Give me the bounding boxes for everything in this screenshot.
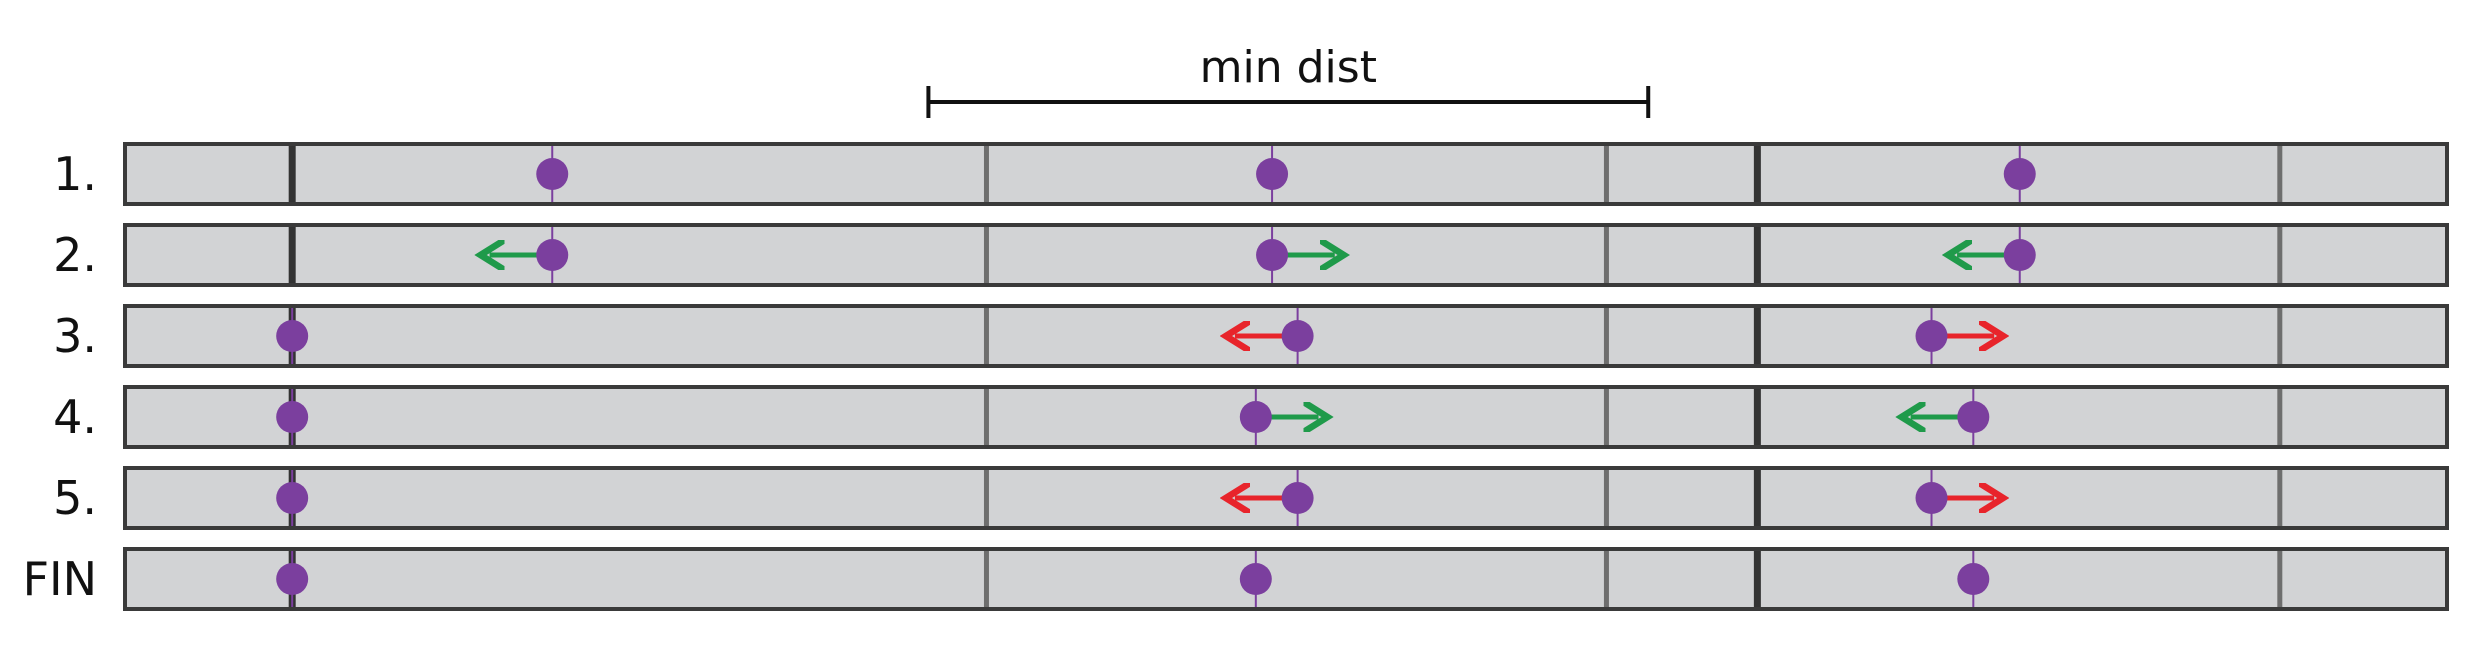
- sample-point: [1256, 158, 1289, 190]
- sample-point: [1957, 563, 1990, 595]
- sample-point: [536, 239, 569, 271]
- min-dist-scale: min dist: [926, 42, 1651, 118]
- step-row: 2.: [53, 223, 2449, 287]
- step-label: 3.: [53, 309, 97, 363]
- sample-point: [1915, 482, 1948, 514]
- sample-point: [276, 482, 309, 514]
- step-label: 4.: [53, 390, 97, 444]
- sample-point: [276, 320, 309, 352]
- step-row: FIN: [23, 547, 2449, 611]
- sample-point: [1957, 401, 1990, 433]
- sample-point: [1239, 563, 1272, 595]
- step-rows: 1. 2. 3. 4. 5. FIN: [23, 142, 2449, 611]
- step-row: 3.: [53, 304, 2449, 368]
- step-label: 5.: [53, 471, 97, 525]
- sample-point: [1915, 320, 1948, 352]
- step-label: 2.: [53, 228, 97, 282]
- step-row: 1.: [53, 142, 2449, 206]
- sample-point: [276, 401, 309, 433]
- interval-bar: [123, 547, 2449, 611]
- sample-point: [2003, 158, 2036, 190]
- sample-point: [2003, 239, 2036, 271]
- sample-point: [1281, 320, 1314, 352]
- min-dist-label: min dist: [1200, 42, 1377, 93]
- step-row: 4.: [53, 385, 2449, 449]
- sample-point: [1256, 239, 1289, 271]
- step-label: FIN: [23, 552, 97, 606]
- step-row: 5.: [53, 466, 2449, 530]
- sample-point: [276, 563, 309, 595]
- sample-point: [1239, 401, 1272, 433]
- sample-point: [536, 158, 569, 190]
- step-label: 1.: [53, 147, 97, 201]
- sample-point: [1281, 482, 1314, 514]
